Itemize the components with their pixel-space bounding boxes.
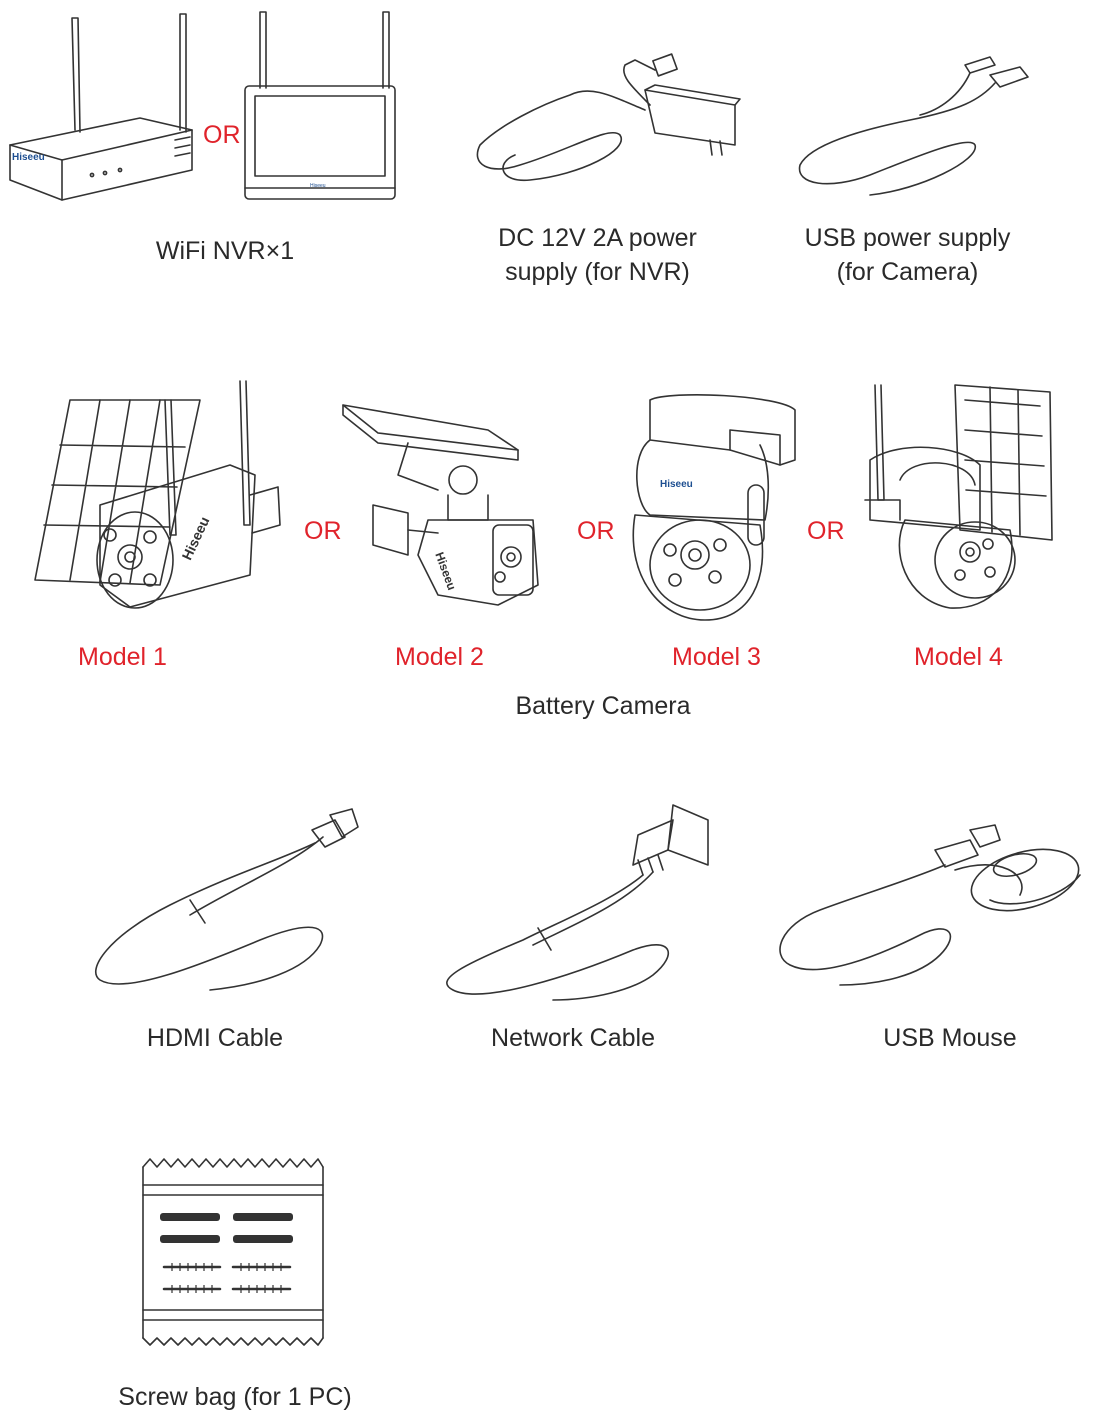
usb-mouse-label: USB Mouse xyxy=(883,1024,1017,1052)
nvr-label: WiFi NVR×1 xyxy=(155,237,295,265)
network-cable-illustration xyxy=(433,800,733,1005)
usb-power-label-1: USB power supply xyxy=(804,224,1011,252)
hdmi-cable-label: HDMI Cable xyxy=(146,1024,284,1052)
screw-bag-label: Screw bag (for 1 PC) xyxy=(118,1383,352,1411)
camera-model-1-illustration: Hiseeu xyxy=(30,375,290,610)
nvr-box-illustration: Hiseeu xyxy=(0,10,200,205)
monitor-brand-text: Hiseeu xyxy=(310,183,326,189)
network-cable-label: Network Cable xyxy=(491,1024,655,1052)
nvr-monitor-illustration: Hiseeu xyxy=(240,8,400,203)
usb-power-supply-illustration xyxy=(790,55,1035,200)
dc-power-label-1: DC 12V 2A power xyxy=(498,224,697,252)
model-4-label: Model 4 xyxy=(914,643,1003,671)
model-3-label: Model 3 xyxy=(672,643,761,671)
model-2-label: Model 2 xyxy=(395,643,484,671)
or-label-2: OR xyxy=(577,517,615,545)
dc-power-label-2: supply (for NVR) xyxy=(505,258,690,286)
hdmi-cable-illustration xyxy=(80,805,365,1000)
screw-bag-illustration xyxy=(138,1155,328,1350)
dc-power-supply-illustration xyxy=(470,55,760,200)
usb-mouse-illustration xyxy=(770,825,1090,990)
model-1-label: Model 1 xyxy=(78,643,167,671)
battery-camera-label: Battery Camera xyxy=(515,692,691,720)
camera1-brand-text: Hiseeu xyxy=(179,514,213,562)
camera-model-3-illustration: Hiseeu xyxy=(630,385,805,625)
nvr-brand-text: Hiseeu xyxy=(12,152,45,163)
or-label-3: OR xyxy=(807,517,845,545)
camera-model-2-illustration: Hiseeu xyxy=(338,395,543,610)
camera2-brand-text: Hiseeu xyxy=(432,550,459,592)
or-label-1: OR xyxy=(304,517,342,545)
camera-model-4-illustration xyxy=(860,380,1065,620)
camera3-brand-text: Hiseeu xyxy=(660,479,693,490)
usb-power-label-2: (for Camera) xyxy=(836,258,979,286)
or-label-nvr: OR xyxy=(203,121,241,149)
